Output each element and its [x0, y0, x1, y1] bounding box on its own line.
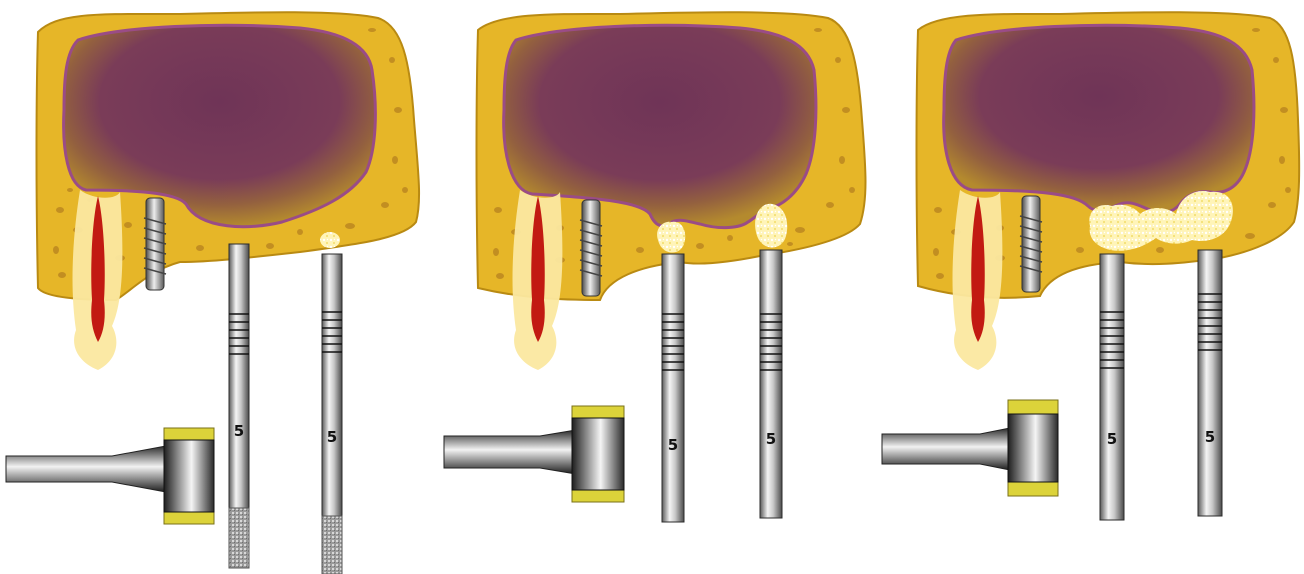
tooth-root [513, 190, 563, 370]
maxillary-sinus [944, 25, 1254, 212]
probe-depth-label: 5 [1107, 430, 1117, 448]
implant [580, 200, 602, 296]
probe-depth-label: 5 [1205, 428, 1215, 446]
implant [144, 198, 166, 290]
osteotome-handle [444, 406, 624, 502]
depth-probe-2: 5 [760, 250, 782, 518]
implant [1020, 196, 1042, 292]
depth-probe-1: 5 [662, 254, 684, 522]
osteotome-handle [882, 400, 1058, 496]
depth-probe-1: 5 [229, 244, 249, 568]
panel-2: 5 5 [444, 12, 866, 522]
probe-depth-label: 5 [234, 422, 244, 440]
probe-depth-label: 5 [327, 428, 337, 446]
panel-3: 5 5 [882, 12, 1299, 520]
depth-probe-2: 5 [322, 254, 342, 574]
probe-depth-label: 5 [668, 436, 678, 454]
probe-depth-label: 5 [766, 430, 776, 448]
depth-probe-1: 5 [1100, 254, 1124, 520]
tooth-root [953, 190, 1003, 370]
osteotome-handle [6, 428, 214, 524]
depth-probe-2: 5 [1198, 250, 1222, 516]
graft-chips [320, 232, 340, 248]
panel-1: 5 5 [6, 12, 419, 574]
tooth-root [73, 190, 123, 370]
